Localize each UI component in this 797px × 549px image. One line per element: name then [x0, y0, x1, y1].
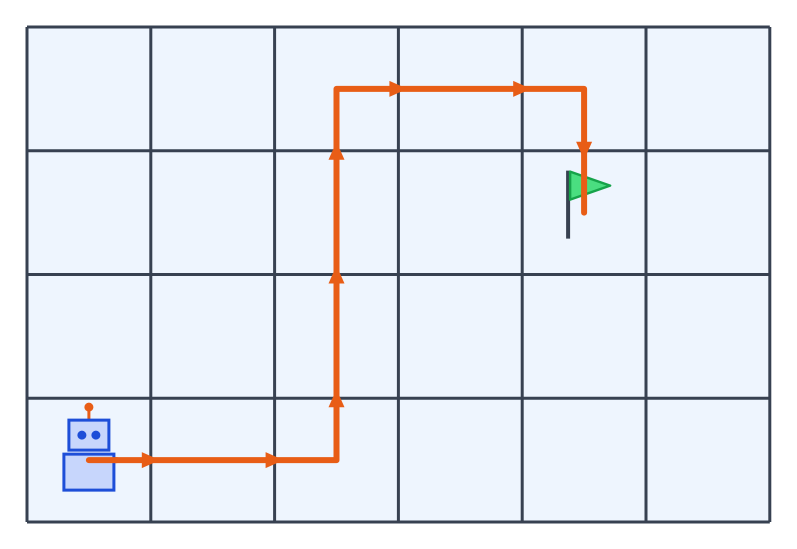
grid-cell: [646, 398, 770, 522]
grid-cell: [150, 150, 275, 275]
path-arrow-up: [328, 265, 345, 284]
grid-cell: [27, 27, 151, 151]
grid-cell: [398, 150, 523, 275]
grid-cell: [398, 274, 523, 399]
robot-head: [67, 418, 111, 452]
grid-cell: [522, 398, 646, 522]
flag-icon: [566, 170, 612, 239]
path-arrow-right: [513, 80, 532, 97]
path-arrow-right: [389, 80, 408, 97]
grid-cell: [27, 274, 151, 399]
grid-lines: [25, 25, 772, 524]
grid-cell: [646, 274, 770, 399]
path-arrow-up: [328, 389, 345, 408]
grid-cell: [646, 27, 770, 151]
grid-cell: [398, 398, 523, 522]
flag-cloth: [568, 170, 612, 201]
robot-antenna-tip: [84, 402, 94, 412]
grid-cell: [522, 274, 646, 399]
path-arrow-down: [576, 141, 593, 160]
grid-cell: [150, 274, 275, 399]
robot-icon: [62, 402, 120, 492]
robot-eye-left: [77, 430, 87, 440]
grid-cell: [646, 150, 770, 275]
path-line: [85, 85, 588, 464]
robot-path: [85, 80, 593, 469]
path-arrow-right: [265, 452, 284, 469]
path-arrow-right: [141, 452, 160, 469]
grid-cell: [27, 150, 151, 275]
robot-eye-right: [91, 430, 101, 440]
path-arrow-up: [328, 141, 345, 160]
grid-cell: [150, 27, 275, 151]
